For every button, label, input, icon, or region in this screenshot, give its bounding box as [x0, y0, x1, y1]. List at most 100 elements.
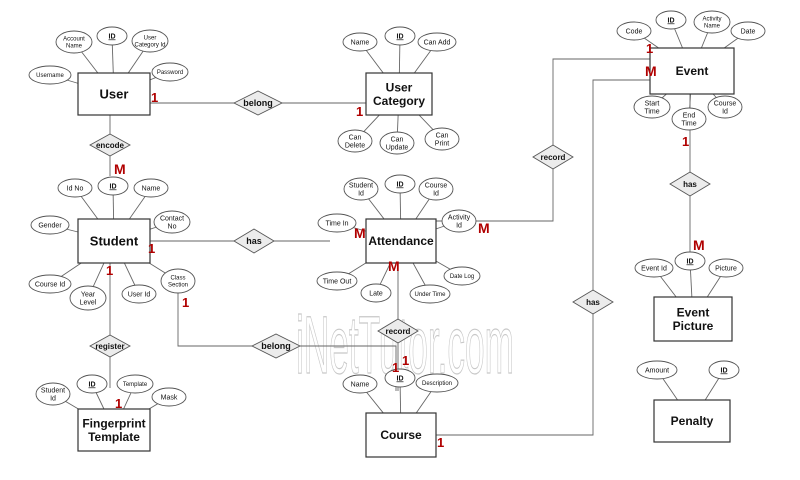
label-text: Id — [456, 222, 462, 229]
label-text: Class — [170, 276, 185, 282]
label-text: Penalty — [671, 414, 714, 428]
attribute-co-description: Description — [415, 373, 459, 393]
cardinality-course-record: 1 — [402, 353, 409, 368]
attribute-at-date-log: Date Log — [443, 266, 481, 286]
label-text: Student — [41, 387, 65, 394]
label-text: Gender — [38, 222, 62, 229]
label-text: Attendance — [368, 234, 434, 248]
attribute-ft-id: ID — [76, 374, 108, 394]
attribute-ellipse — [616, 21, 652, 41]
label-text: Delete — [345, 142, 365, 149]
attribute-ellipse — [28, 274, 72, 294]
entity-box — [77, 408, 151, 452]
attribute-st-id-no: Id No — [57, 178, 93, 198]
label-text: User — [100, 87, 129, 102]
attribute-pe-amount: Amount — [636, 360, 678, 380]
label-text: Activity — [702, 17, 721, 23]
attribute-ellipse — [671, 107, 707, 131]
label-text: End — [683, 112, 696, 119]
relationship-has-event: has — [669, 171, 711, 197]
label-text: Mask — [161, 394, 178, 401]
label-text: ID — [89, 381, 96, 388]
label-text: Event Id — [641, 265, 667, 272]
label-text: Time Out — [323, 278, 352, 285]
attribute-st-user-id: User Id — [121, 284, 157, 304]
label-text: Category — [373, 94, 425, 108]
attribute-ellipse — [96, 26, 128, 46]
attribute-ep-id: ID — [674, 251, 706, 271]
label-text: Date Log — [450, 274, 474, 280]
label-text: Amount — [645, 367, 669, 374]
attribute-ellipse — [384, 368, 416, 388]
label-text: ID — [110, 183, 117, 190]
label-text: Level — [80, 299, 97, 306]
label-text: ID — [109, 33, 116, 40]
attribute-ellipse — [342, 374, 378, 394]
attribute-ellipse — [35, 382, 71, 406]
label-text: belong — [261, 341, 291, 351]
cardinality-attendance-activity: M — [478, 220, 490, 236]
label-text: Course Id — [35, 281, 65, 288]
label-text: Course — [425, 182, 448, 189]
attribute-user-password: Password — [151, 62, 189, 82]
label-text: belong — [243, 98, 273, 108]
label-text: ID — [397, 181, 404, 188]
attribute-co-name: Name — [342, 374, 378, 394]
label-text: Username — [36, 73, 64, 79]
entity-box — [77, 218, 151, 264]
attribute-ep-picture: Picture — [708, 258, 744, 278]
label-text: Picture — [673, 319, 714, 333]
attribute-co-id: ID — [384, 368, 416, 388]
cardinality-event-record: M — [645, 63, 657, 79]
attribute-uc-id: ID — [384, 26, 416, 46]
label-text: No — [168, 223, 177, 230]
label-text: Event — [676, 64, 709, 78]
cardinality-event-has: 1 — [682, 134, 689, 149]
relationship-diamond — [233, 228, 275, 254]
label-text: Event — [677, 305, 710, 319]
label-text: Course — [380, 428, 422, 442]
label-text: User — [386, 80, 413, 94]
attribute-ellipse — [693, 10, 731, 34]
label-text: Name — [351, 39, 370, 46]
attribute-at-time-in: Time In — [317, 213, 357, 233]
label-text: register — [95, 342, 124, 351]
label-text: Update — [386, 144, 409, 151]
attribute-ev-date: Date — [730, 21, 766, 41]
label-text: Can — [391, 136, 404, 143]
label-text: Start — [645, 100, 660, 107]
label-text: encode — [96, 141, 125, 150]
relationship-diamond — [532, 144, 574, 170]
attribute-ft-mask: Mask — [151, 387, 187, 407]
label-text: Year — [81, 291, 96, 298]
attribute-ellipse — [133, 178, 169, 198]
connector-line — [177, 293, 252, 347]
label-text: Id — [433, 190, 439, 197]
label-text: Name — [704, 24, 721, 30]
label-text: Section — [168, 283, 188, 289]
label-text: User — [144, 36, 157, 42]
relationship-register: register — [89, 334, 131, 358]
attribute-at-time-out: Time Out — [316, 271, 358, 291]
attribute-ellipse — [76, 374, 108, 394]
attribute-ellipse — [708, 360, 740, 380]
attribute-at-late: Late — [360, 283, 392, 303]
label-text: ID — [687, 258, 694, 265]
attribute-ellipse — [415, 373, 459, 393]
relationship-belong-user: belong — [232, 90, 284, 116]
entity-event: Event — [649, 47, 735, 95]
label-text: Print — [435, 140, 449, 147]
label-text: Template — [88, 430, 140, 444]
label-text: Time — [681, 120, 696, 127]
entity-box — [653, 399, 731, 443]
